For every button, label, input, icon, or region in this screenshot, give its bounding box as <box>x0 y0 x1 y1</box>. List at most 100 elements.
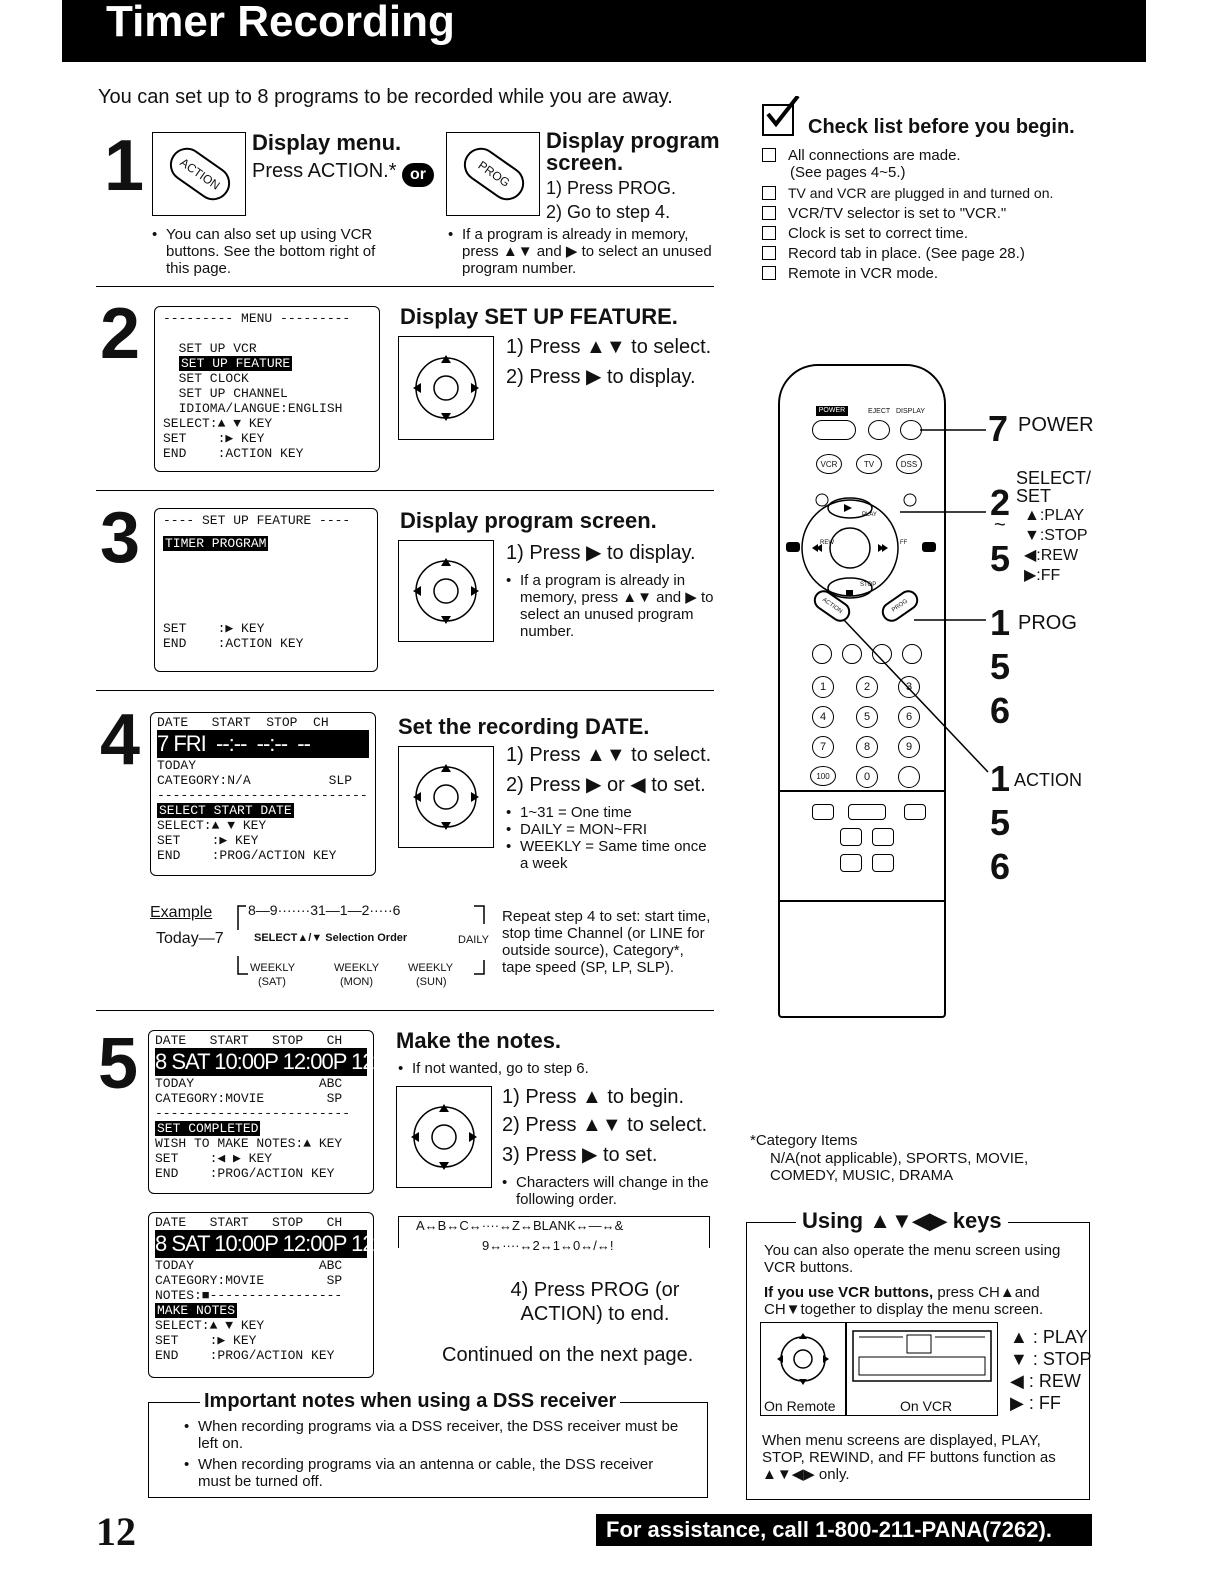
assistance-bar: For assistance, call 1-800-211-PANA(7262… <box>596 1514 1092 1546</box>
tape-speed-button[interactable] <box>904 804 926 820</box>
dpad-icon <box>413 355 479 421</box>
stop-label: STOP <box>860 582 877 588</box>
callout-select: SELECT/ <box>1016 468 1092 488</box>
vol-up-button[interactable] <box>840 828 862 846</box>
date-osd-screen: DATE START STOP CH 7 FRI --:-- --:-- -- … <box>150 712 376 876</box>
example-label: Example <box>150 904 213 921</box>
continued-note: Continued on the next page. <box>442 1344 694 1366</box>
checklist-item: All connections are made. <box>762 146 1053 166</box>
checkbox-icon <box>762 226 776 240</box>
osd-highlight: MAKE NOTES <box>155 1303 238 1318</box>
checkbox-icon <box>762 148 776 162</box>
using-keys-text-3: When menu screens are displayed, PLAY, S… <box>762 1432 1056 1483</box>
step-2-step-1: 1) Press ▲▼ to select. <box>506 336 712 358</box>
checkbox-icon <box>762 266 776 280</box>
digit-button-8[interactable]: 8 <box>856 736 878 758</box>
pause-button[interactable] <box>842 644 862 664</box>
dpad-icon <box>413 764 479 830</box>
callout-set: SET <box>1016 486 1052 506</box>
dpad-icon <box>777 1333 829 1385</box>
digit-button-3[interactable]: 3 <box>898 676 920 698</box>
eject-button[interactable] <box>868 420 890 440</box>
step-5-title: Make the notes. <box>396 1028 562 1053</box>
power-label: POWER <box>816 406 848 416</box>
power-button[interactable] <box>812 420 856 440</box>
on-remote-label: On Remote <box>764 1398 836 1414</box>
callout-prog: PROG <box>1018 612 1077 634</box>
dss-button[interactable]: DSS <box>896 454 922 474</box>
callout-key-map: ▲:PLAY ▼:STOP ◀:REW ▶:FF <box>1024 507 1088 584</box>
slow-button[interactable] <box>872 644 892 664</box>
ff-label: FF <box>900 540 908 546</box>
checklist: All connections are made. (See pages 4~5… <box>762 146 1053 284</box>
step-1b-step-1: 1) Press PROG. <box>546 178 677 198</box>
callout-prog-number: 1 <box>990 602 1011 643</box>
page-banner: Timer Recording <box>62 0 1146 62</box>
digit-button-0[interactable]: 0 <box>856 766 878 788</box>
callout-select-tilde: ~ <box>994 514 1006 536</box>
on-vcr-label: On VCR <box>900 1398 953 1414</box>
step-3-number: 3 <box>100 498 141 578</box>
page-number: 12 <box>96 1509 136 1554</box>
callout-action: ACTION <box>1014 770 1083 790</box>
vcr-front-panel-icon <box>852 1330 992 1382</box>
example-day-mon: (MON) <box>340 976 373 988</box>
callout-power: POWER <box>1018 414 1094 436</box>
ch-down-button[interactable] <box>872 854 894 872</box>
remote-callout-lines <box>843 429 989 773</box>
callout-action-step-5: 5 <box>990 802 1011 843</box>
rew-label: REW <box>820 540 834 546</box>
step-3-title: Display program screen. <box>400 508 657 533</box>
acc-button[interactable] <box>898 766 920 788</box>
dpad-illustration <box>398 746 494 848</box>
counter-reset-button[interactable] <box>812 804 834 820</box>
divider <box>96 690 714 691</box>
digit-button-100[interactable]: 100 <box>810 766 836 786</box>
vol-down-button[interactable] <box>840 854 862 872</box>
dss-notes-title: Important notes when using a DSS receive… <box>200 1390 621 1413</box>
remote-divider <box>780 790 944 792</box>
digit-button-4[interactable]: 4 <box>812 706 834 728</box>
step-4-repeat-note: Repeat step 4 to set: start time, stop t… <box>502 908 711 976</box>
step-2-title: Display SET UP FEATURE. <box>400 304 678 329</box>
step-1a-title: Display menu. <box>252 130 402 155</box>
on-vcr-panel <box>846 1322 998 1416</box>
dpad-icon <box>411 1104 477 1170</box>
remote-round-button[interactable] <box>812 644 832 664</box>
setup-feature-osd: ---- SET UP FEATURE ---- TIMER PROGRAM S… <box>154 508 378 672</box>
checklist-title: Check list before you begin. <box>808 116 1075 138</box>
step-5-step-4: 4) Press PROG (or ACTION) to end. <box>510 1279 680 1325</box>
callout-power-number: 7 <box>988 408 1009 449</box>
step-3-note: If a program is already in memory, press… <box>506 572 714 640</box>
example-selection-order: SELECT▲/▼ Selection Order <box>254 932 408 944</box>
digit-button-6[interactable]: 6 <box>898 706 920 728</box>
tv-button[interactable]: TV <box>856 454 882 474</box>
page-title: Timer Recording <box>106 0 455 46</box>
digit-button-9[interactable]: 9 <box>898 736 920 758</box>
example-weekly-sat: WEEKLY <box>250 962 296 974</box>
vcr-button[interactable]: VCR <box>816 454 842 474</box>
index-button[interactable] <box>848 804 886 820</box>
ch-up-button[interactable] <box>872 828 894 846</box>
divider <box>96 490 714 491</box>
checkbox-icon <box>762 246 776 260</box>
make-notes-osd: DATE START STOP CH 8 SAT 10:00P 12:00P 1… <box>148 1212 386 1378</box>
checklist-item: Record tab in place. (See page 28.) <box>762 244 1053 264</box>
or-badge: or <box>402 163 434 187</box>
example-weekly-sun: WEEKLY <box>408 962 454 974</box>
digit-button-5[interactable]: 5 <box>856 706 878 728</box>
step-4-number: 4 <box>100 700 141 780</box>
callout-prog-step-5: 5 <box>990 646 1011 687</box>
prog-button-illustration: PROG <box>446 132 540 216</box>
digit-button-7[interactable]: 7 <box>812 736 834 758</box>
example-weekly-mon: WEEKLY <box>334 962 380 974</box>
checkbox-icon <box>762 186 776 200</box>
intro-text: You can set up to 8 programs to be recor… <box>98 86 673 108</box>
osd-highlight: SET COMPLETED <box>155 1121 261 1136</box>
using-keys-legend: ▲ : PLAY ▼ : STOP ◀ : REW ▶ : FF <box>1010 1327 1092 1413</box>
digit-button-2[interactable]: 2 <box>856 676 878 698</box>
divider <box>96 1010 714 1011</box>
digit-button-1[interactable]: 1 <box>812 676 834 698</box>
step-5-step-1: 1) Press ▲ to begin. <box>502 1086 685 1108</box>
rec-button[interactable] <box>902 644 922 664</box>
